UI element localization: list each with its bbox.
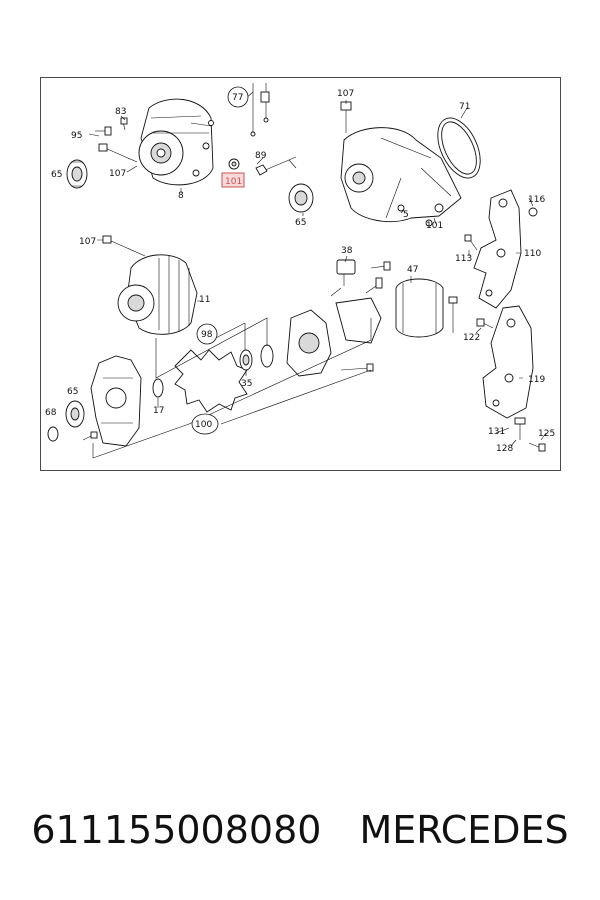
nut-part — [434, 203, 444, 213]
alternator-part — [117, 254, 198, 335]
stator-part — [174, 349, 248, 413]
regulator-part — [336, 259, 391, 286]
ring-seal-part — [437, 117, 481, 179]
bolt-part — [340, 101, 352, 133]
bolt-part — [95, 117, 138, 163]
label-8: 8 — [178, 191, 184, 201]
housing-part — [90, 355, 142, 447]
pulley-part — [66, 159, 88, 189]
label-83: 83 — [115, 107, 126, 117]
label-35: 35 — [241, 379, 252, 389]
label-107: 107 — [79, 237, 96, 247]
callout-circle-77 — [227, 86, 249, 108]
label-125: 125 — [538, 429, 555, 439]
callout-circle-100 — [191, 413, 219, 435]
exploded-view: 83 95 65 107 8 77 101 89 65 107 71 5 101… — [45, 83, 555, 459]
label-17: 17 — [153, 406, 164, 416]
label-107: 107 — [337, 89, 354, 99]
brush-holder-part — [330, 277, 383, 344]
label-65: 65 — [295, 218, 306, 228]
bolt-part — [476, 318, 494, 329]
label-101-highlighted[interactable]: 101 — [225, 177, 242, 187]
bolt-part — [514, 417, 546, 452]
callout-circle-98 — [196, 323, 218, 345]
alternator-front-part — [138, 98, 214, 186]
brand-name: MERCEDES — [359, 808, 569, 852]
label-98: 98 — [201, 330, 213, 340]
label-110: 110 — [524, 249, 541, 259]
label-71: 71 — [459, 102, 470, 112]
nut-part — [528, 207, 538, 217]
label-113: 113 — [455, 254, 472, 264]
label-131: 131 — [488, 427, 505, 437]
bolt-part — [448, 296, 458, 333]
label-65: 65 — [67, 387, 78, 397]
label-65: 65 — [51, 170, 62, 180]
label-38: 38 — [341, 246, 353, 256]
rectifier-part — [286, 309, 332, 377]
label-47: 47 — [407, 265, 418, 275]
bracket-part — [473, 189, 522, 309]
part-number: 611155008080 — [31, 808, 322, 852]
label-101: 101 — [426, 221, 443, 231]
label-119: 119 — [528, 375, 545, 385]
highlight-box-101[interactable] — [221, 172, 245, 188]
bolt-part — [102, 235, 146, 257]
pulley-part — [65, 400, 85, 428]
pump-assembly-part — [340, 127, 462, 227]
bolt-part — [255, 156, 297, 176]
washer-part — [47, 426, 59, 442]
label-122: 122 — [463, 333, 480, 343]
label-116: 116 — [528, 195, 545, 205]
label-68: 68 — [45, 408, 57, 418]
label-128: 128 — [496, 444, 513, 454]
label-107: 107 — [109, 169, 126, 179]
label-11: 11 — [199, 295, 210, 305]
bolt-part — [464, 234, 478, 251]
nut-part — [228, 158, 240, 170]
bolt-part — [82, 431, 98, 441]
bearing-part — [152, 344, 274, 398]
callout-labels: 83 95 65 107 8 77 101 89 65 107 71 5 101… — [45, 86, 555, 454]
bolt-part — [340, 363, 374, 372]
label-89: 89 — [255, 151, 267, 161]
label-100: 100 — [195, 420, 212, 430]
connector-part — [250, 83, 270, 137]
parts-diagram: 83 95 65 107 8 77 101 89 65 107 71 5 101… — [40, 77, 561, 471]
pulley-part — [288, 183, 314, 213]
bracket-part — [482, 305, 534, 419]
product-caption: 611155008080 MERCEDES — [0, 800, 600, 860]
cover-part — [395, 278, 444, 338]
label-77: 77 — [232, 93, 243, 103]
label-95: 95 — [71, 131, 82, 141]
label-5: 5 — [403, 210, 409, 220]
